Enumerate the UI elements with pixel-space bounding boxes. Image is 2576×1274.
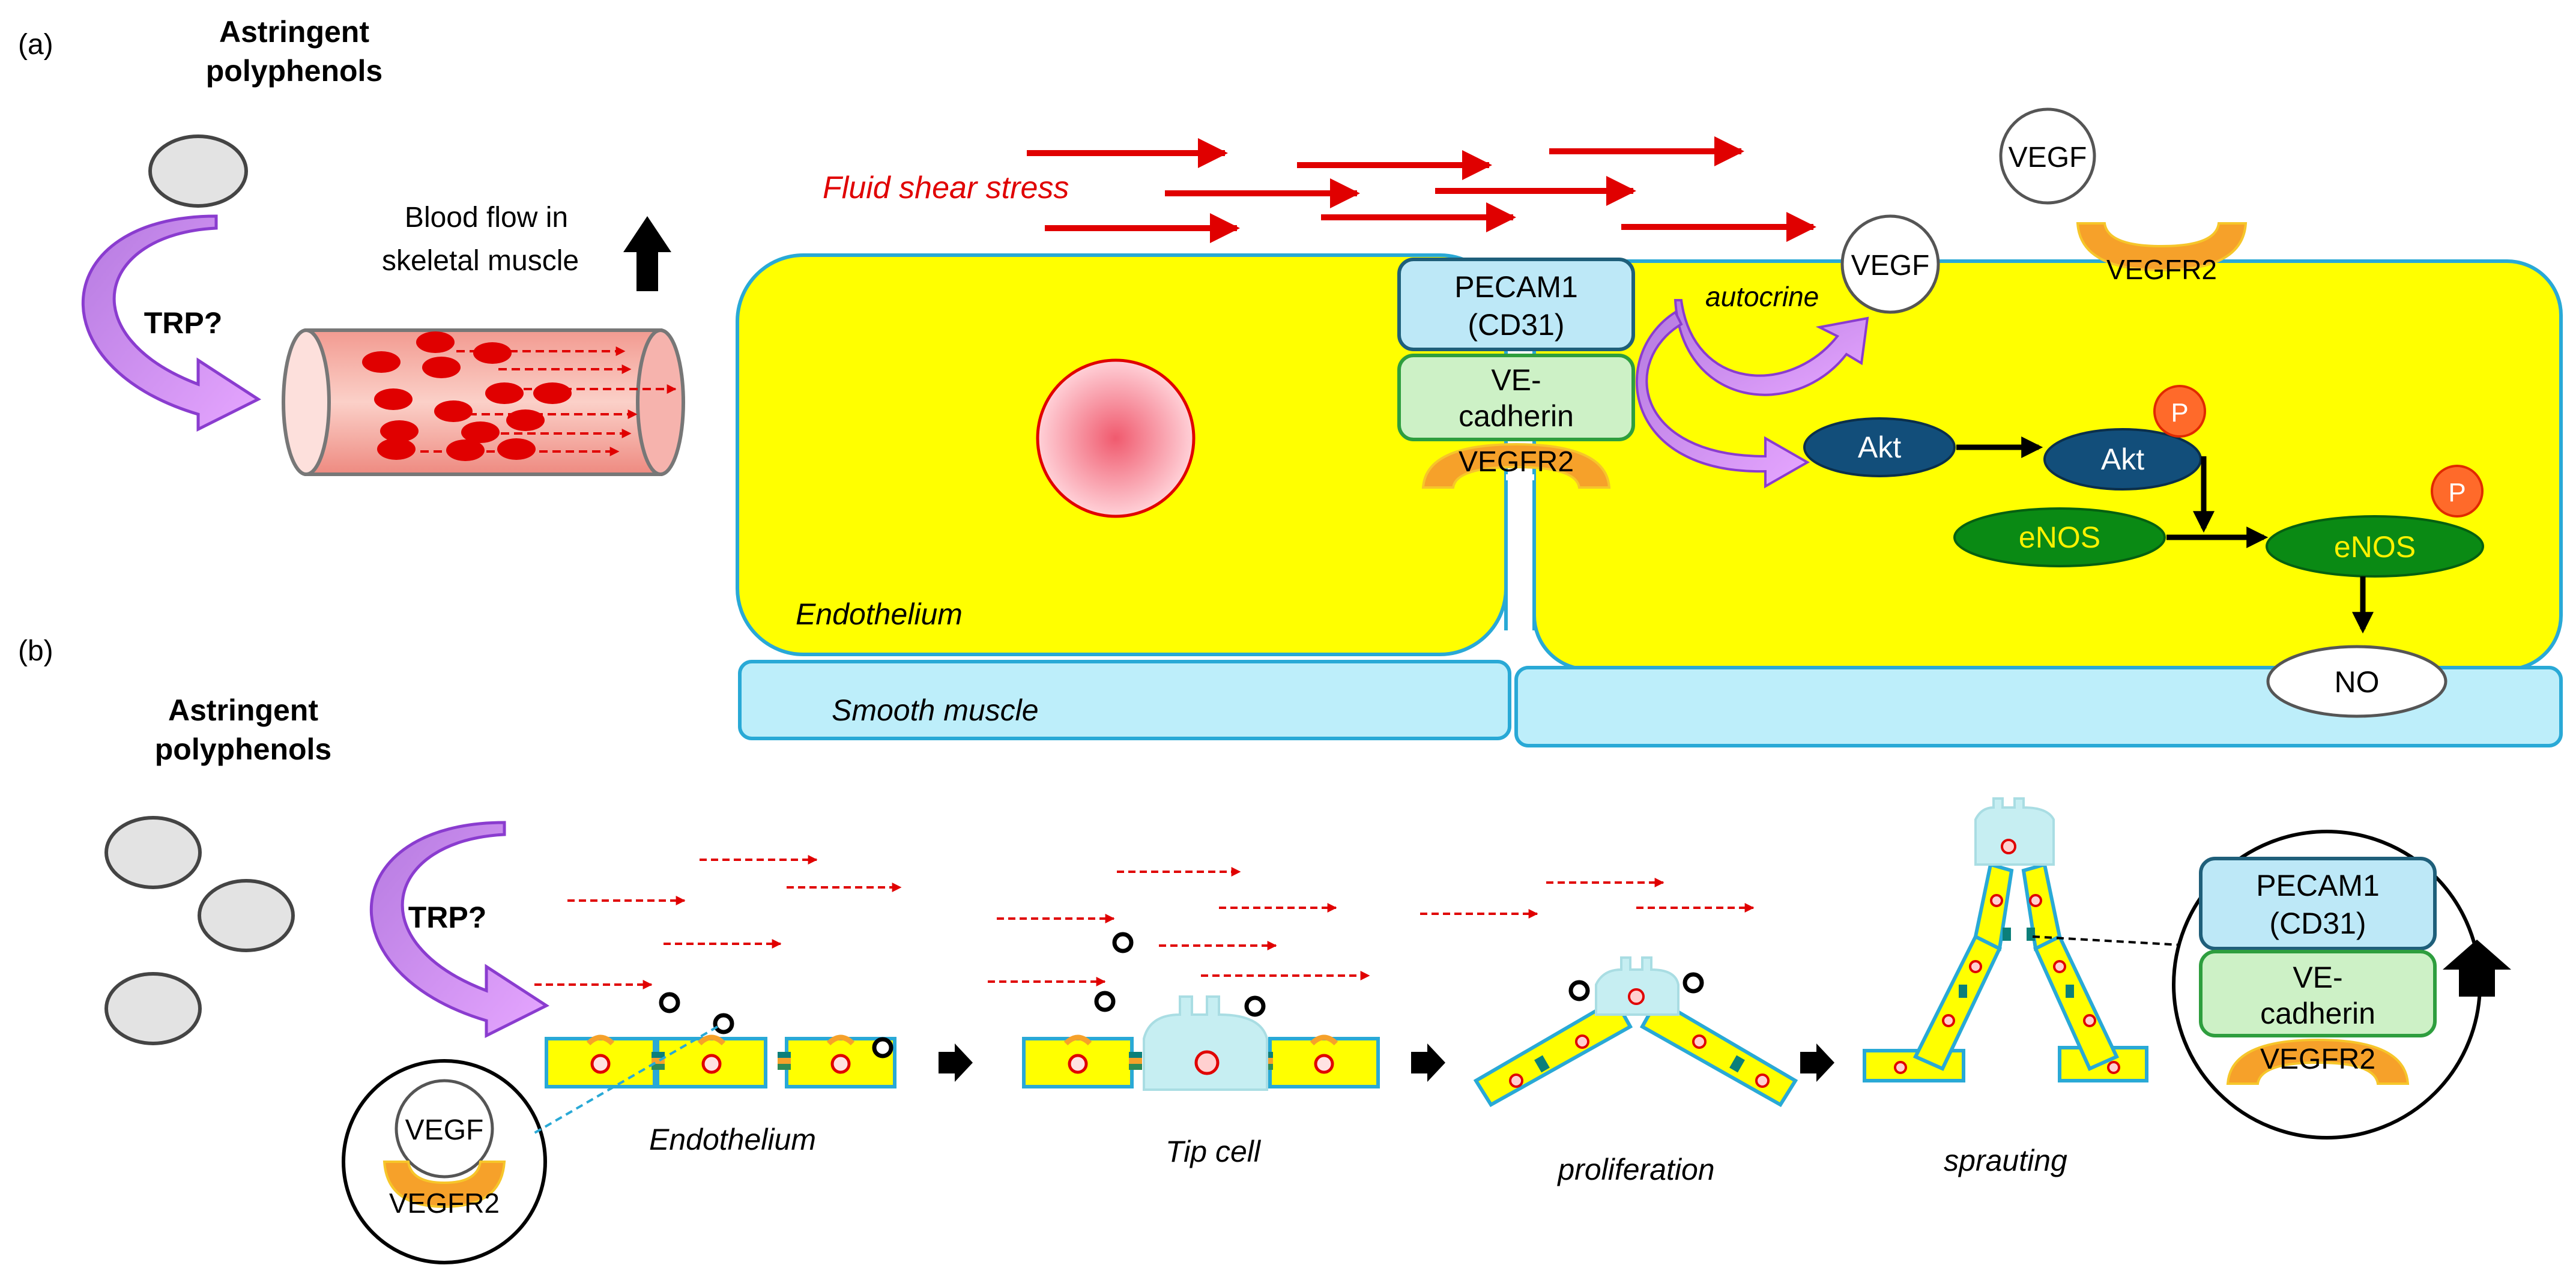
vegf-dots-stage2 bbox=[1094, 932, 1266, 1017]
phospho-akt-node bbox=[2043, 428, 2202, 491]
polyphenol-particle bbox=[148, 134, 248, 208]
vegfr2-top-label: VEGFR2 bbox=[2106, 254, 2217, 285]
stage-endothelium-label: Endothelium bbox=[649, 1123, 816, 1156]
vegf-dots-stage1 bbox=[659, 992, 893, 1058]
trp-b-label: TRP? bbox=[408, 901, 487, 934]
nucleus bbox=[1036, 358, 1196, 518]
stage-proliferation-cells bbox=[1473, 956, 1798, 1108]
increase-arrow-icon bbox=[623, 216, 671, 291]
phosphate-akt-label: P bbox=[2171, 398, 2188, 427]
phosphate-akt-icon bbox=[2153, 385, 2206, 438]
vegfr2-junction-label: VEGFR2 bbox=[1459, 446, 1574, 478]
stage-endothelium-cells bbox=[546, 1037, 895, 1087]
akt-node bbox=[1803, 417, 1956, 477]
pecam1-line1: PECAM1 bbox=[1454, 270, 1578, 304]
vegf-zoom-ligand bbox=[395, 1079, 494, 1179]
trp-arrow-icon bbox=[81, 214, 262, 432]
trp-arrow-b-icon bbox=[369, 821, 550, 1039]
panel-b-label: (b) bbox=[18, 635, 53, 667]
panel-a-label: (a) bbox=[18, 29, 53, 61]
fluid-shear-stress-label: Fluid shear stress bbox=[823, 171, 1069, 205]
autocrine-arrow-icon bbox=[1673, 299, 1869, 396]
vegf-free-label: VEGF bbox=[2009, 142, 2087, 174]
stage-sprouting-cells bbox=[1863, 797, 2148, 1082]
vegf-free-circle bbox=[1999, 107, 2096, 205]
pecam1-box bbox=[1397, 258, 1635, 351]
smooth-muscle-label: Smooth muscle bbox=[832, 693, 1039, 727]
ve-cadherin-zoom-line2: cadherin bbox=[2260, 997, 2375, 1030]
vegfr2-junction-zoom-receptor bbox=[2226, 1038, 2410, 1085]
ve-cadherin-line1: VE- bbox=[1491, 363, 1541, 397]
vegf-bound-circle bbox=[1840, 214, 1940, 314]
vessel-flow-arrows bbox=[420, 346, 677, 456]
junction-zoom-line bbox=[2032, 935, 2192, 947]
stage-sprouting-label: sprauting bbox=[1944, 1144, 2067, 1177]
vegf-bound-label: VEGF bbox=[1851, 250, 1930, 282]
pecam1-zoom-line1: PECAM1 bbox=[2256, 869, 2380, 902]
stage-tip-cell-label: Tip cell bbox=[1166, 1135, 1262, 1168]
vegf-zoom-label: VEGF bbox=[405, 1114, 484, 1146]
blood-vessel bbox=[282, 328, 685, 476]
ve-cadherin-line2: cadherin bbox=[1459, 399, 1574, 433]
ve-cadherin-zoom-box bbox=[2199, 950, 2437, 1037]
stage-proliferation-label: proliferation bbox=[1556, 1153, 1714, 1186]
progress-arrow-1 bbox=[939, 1043, 973, 1082]
progress-arrow-3 bbox=[1800, 1043, 1834, 1082]
vegfr2-zoom-receptor bbox=[382, 1161, 506, 1209]
smooth-muscle-left bbox=[738, 660, 1511, 740]
phospho-enos-node bbox=[2266, 515, 2484, 578]
cell-junction-gap bbox=[1506, 474, 1534, 672]
enos-node bbox=[1953, 507, 2166, 567]
vegfr2-receptor-top bbox=[2076, 222, 2248, 272]
akt-activation-arrow-icon bbox=[1635, 310, 1810, 489]
polyphenols-b-line2: polyphenols bbox=[155, 732, 331, 766]
flow-arrows-b bbox=[534, 855, 1755, 989]
polyphenols-a-line2: polyphenols bbox=[206, 54, 382, 88]
polyphenols-a-line1: Astringent bbox=[219, 15, 369, 49]
blood-flow-line2: skeletal muscle bbox=[382, 245, 579, 277]
blood-flow-line1: Blood flow in bbox=[405, 202, 568, 234]
progress-arrow-2 bbox=[1411, 1043, 1445, 1082]
akt-label: Akt bbox=[1858, 430, 1901, 464]
vegfr2-zoom-b-label: VEGFR2 bbox=[389, 1188, 500, 1219]
polyphenols-b-line1: Astringent bbox=[168, 693, 318, 727]
shear-stress-arrows bbox=[1027, 136, 1816, 243]
pecam1-zoom-box bbox=[2199, 857, 2437, 950]
vegfr2-receptor-junction bbox=[1421, 442, 1611, 489]
autocrine-label: autocrine bbox=[1705, 281, 1819, 312]
phosphate-enos-icon bbox=[2431, 465, 2484, 518]
ve-cadherin-zoom-line1: VE- bbox=[2293, 961, 2342, 994]
endothelium-a-label: Endothelium bbox=[796, 597, 963, 631]
pecam1-line2: (CD31) bbox=[1468, 308, 1564, 342]
phospho-enos-label: eNOS bbox=[2334, 530, 2416, 564]
phosphate-enos-label: P bbox=[2448, 478, 2466, 507]
increase-arrow-b-icon bbox=[2443, 940, 2511, 997]
ve-cadherin-box bbox=[1397, 354, 1635, 441]
stage-tip-cell-cells bbox=[1024, 995, 1378, 1091]
no-node bbox=[2266, 645, 2448, 718]
phospho-akt-label: Akt bbox=[2101, 442, 2144, 476]
polyphenol-particles-b bbox=[104, 816, 295, 1045]
enos-label: eNOS bbox=[2019, 521, 2100, 554]
trp-a-label: TRP? bbox=[144, 306, 223, 340]
pecam1-zoom-line2: (CD31) bbox=[2269, 907, 2366, 940]
no-label: NO bbox=[2335, 665, 2380, 699]
vegf-dots-stage3 bbox=[1568, 972, 1704, 1001]
vegfr2-junction-zoom-label: VEGFR2 bbox=[2260, 1043, 2375, 1075]
